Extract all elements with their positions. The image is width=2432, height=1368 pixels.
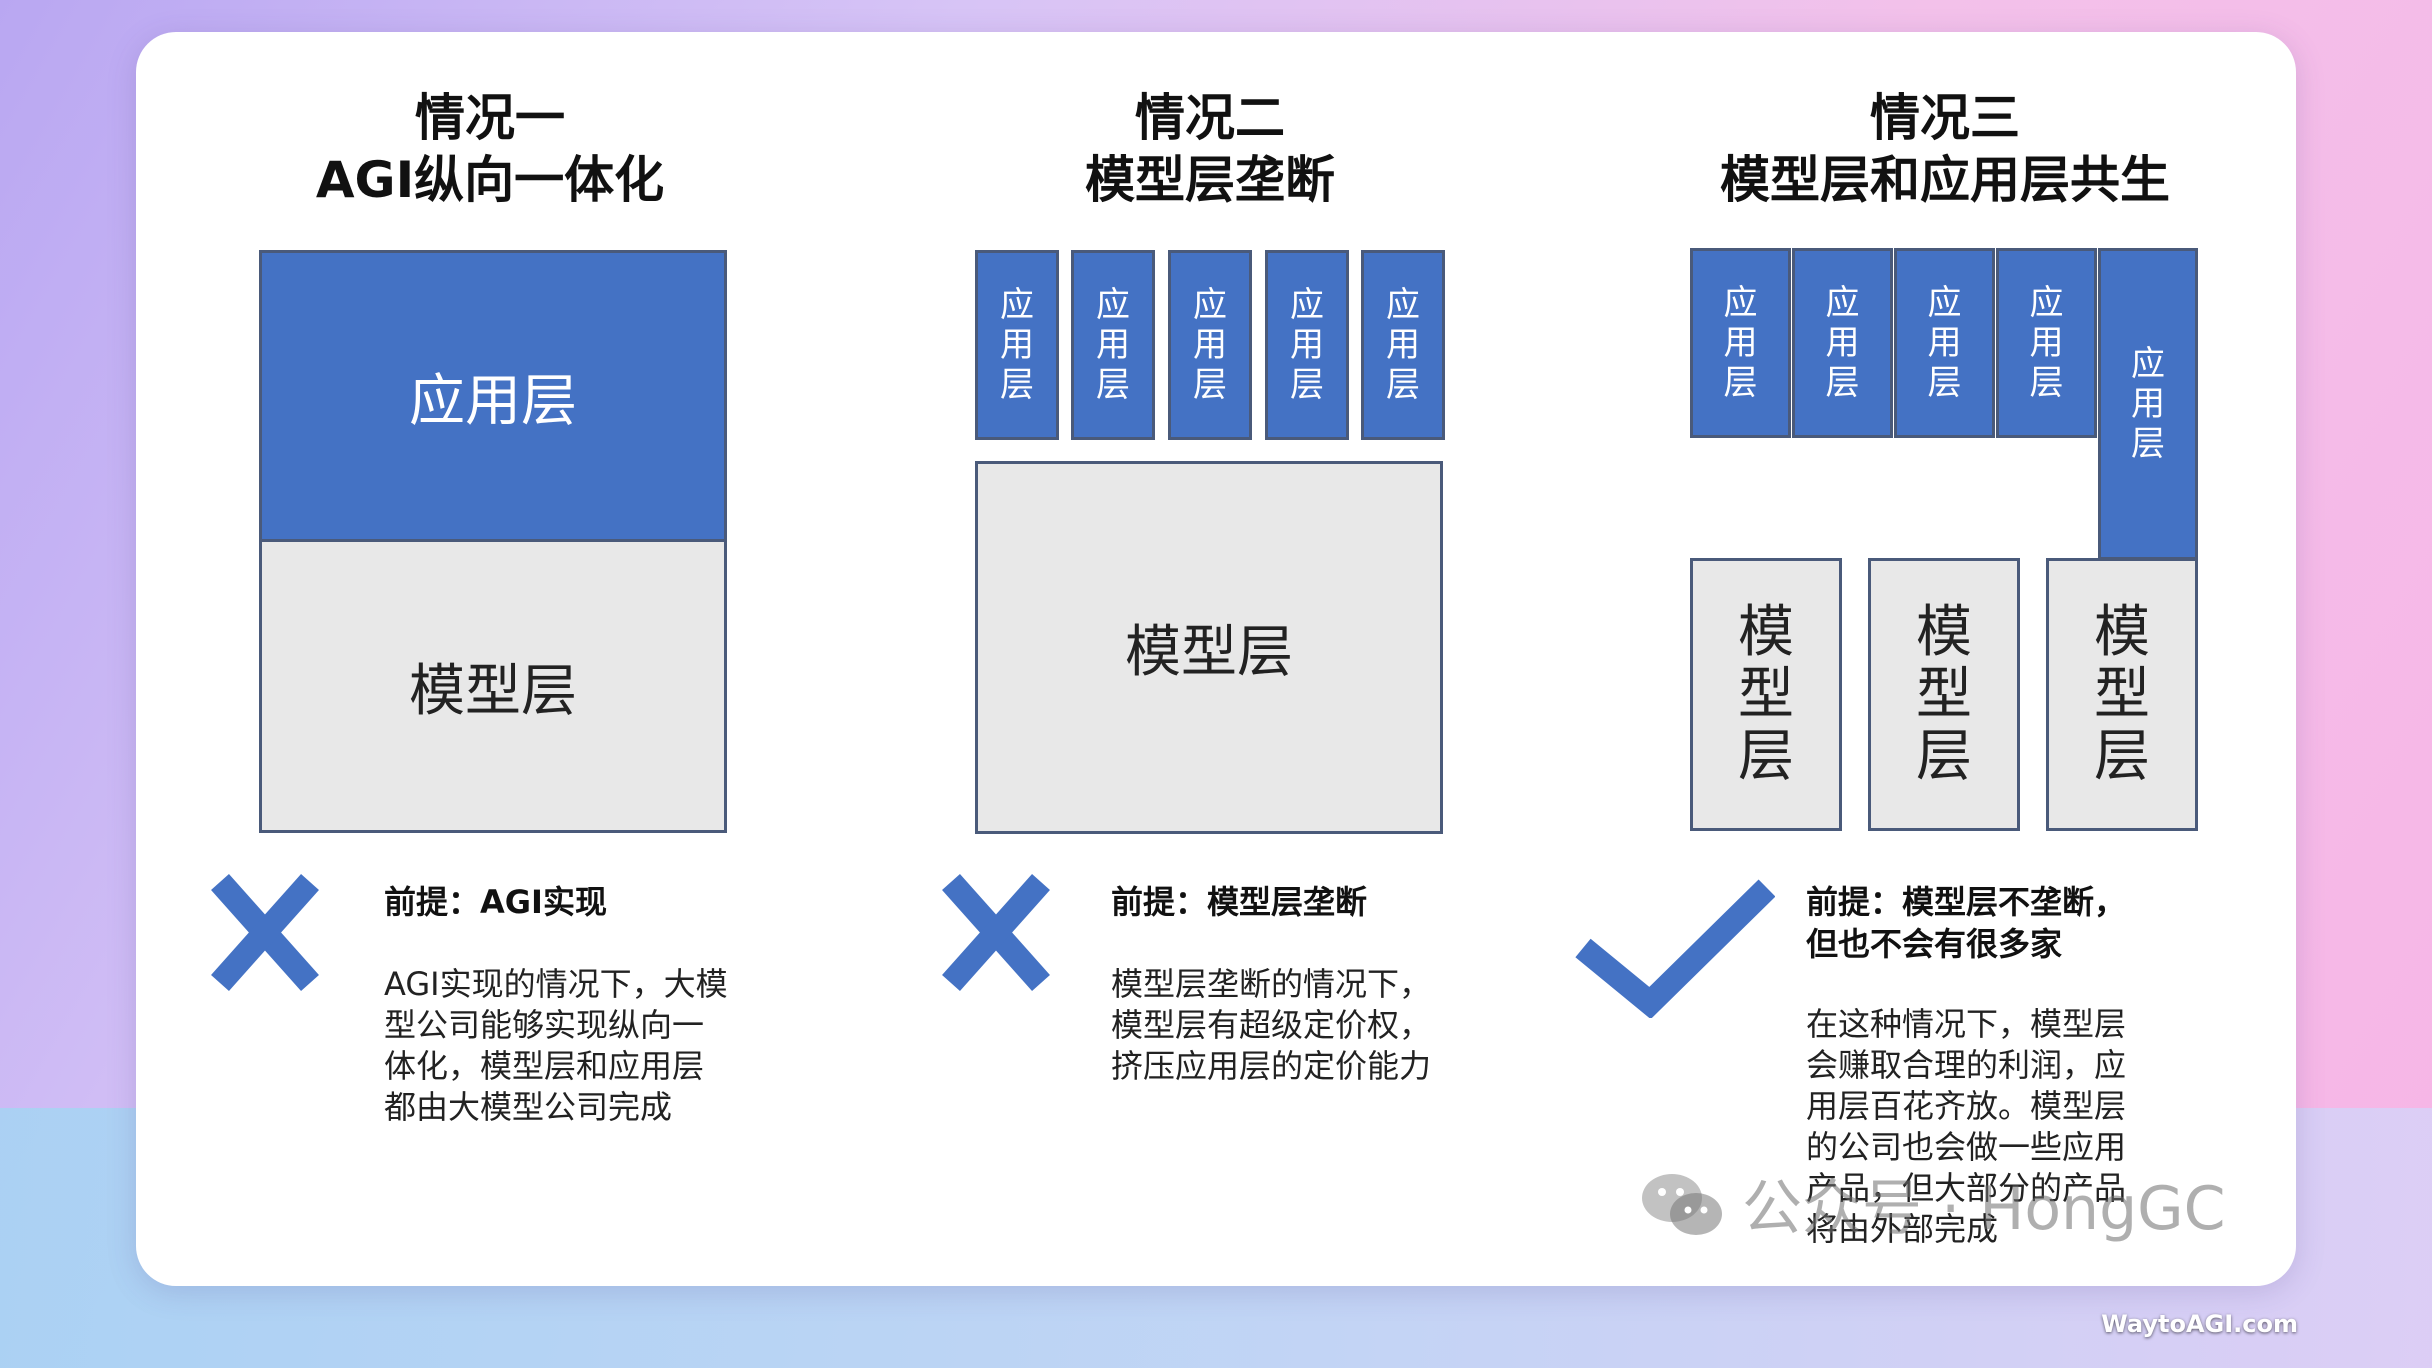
cross-icon	[211, 874, 319, 991]
scenario-3-model-block: 模型层	[1690, 558, 1842, 831]
app-block-label: 应用层	[2131, 344, 2165, 464]
scenario-1-subheading: AGI纵向一体化	[315, 151, 665, 209]
premise-line: 前提：模型层不垄断，	[1806, 883, 2127, 921]
wechat-icon	[1642, 1173, 1722, 1235]
scenario-3-model-block: 模型层	[1868, 558, 2020, 831]
model-block-label: 模型层	[1916, 599, 1972, 789]
model-layer-label: 模型层	[409, 658, 577, 724]
scenario-3-model-block: 模型层	[2046, 558, 2198, 831]
site-credit: WaytoAGI.com	[2101, 1310, 2298, 1338]
app-block-label: 应用层	[1193, 285, 1227, 405]
scenario-2-premise: 前提：模型层垄断	[1111, 883, 1368, 921]
scenario-1-model-layer: 模型层	[259, 539, 727, 833]
description-line: 都由大模型公司完成	[384, 1088, 673, 1126]
scenario-1-title: 情况一 AGI纵向一体化	[290, 87, 690, 211]
description-line: 模型层有超级定价权，	[1111, 1006, 1432, 1044]
model-block-label: 模型层	[1738, 599, 1794, 789]
description-line: 在这种情况下，模型层	[1806, 1005, 2127, 1043]
app-block-label: 应用层	[1096, 285, 1130, 405]
scenario-3-premise: 前提：模型层不垄断， 但也不会有很多家	[1806, 881, 2126, 965]
scenario-2-app-block: 应用层	[1265, 250, 1349, 440]
description-line: 会赚取合理的利润，应	[1806, 1046, 2127, 1084]
watermark-text: 公众号 · HongGC	[1742, 1174, 2226, 1244]
scenario-3-app-block: 应用层	[1792, 248, 1893, 438]
app-block-label: 应用层	[1723, 283, 1758, 403]
scenario-2-description: 模型层垄断的情况下， 模型层有超级定价权， 挤压应用层的定价能力	[1111, 964, 1431, 1087]
premise-line: 但也不会有很多家	[1806, 925, 2063, 963]
description-line: 产品，但大部分的产品	[1806, 1169, 2127, 1207]
scenario-3-app-block: 应用层	[1690, 248, 1791, 438]
app-block-label: 应用层	[2029, 283, 2064, 403]
app-block-label: 应用层	[1386, 285, 1420, 405]
scenario-1-app-layer: 应用层	[259, 250, 727, 542]
scenario-2-model-layer: 模型层	[975, 461, 1443, 834]
app-block-label: 应用层	[1290, 285, 1324, 405]
scenario-1-description: AGI实现的情况下，大模 型公司能够实现纵向一 体化，模型层和应用层 都由大模型…	[384, 964, 728, 1128]
model-layer-label: 模型层	[1125, 620, 1293, 685]
app-block-label: 应用层	[1000, 285, 1034, 405]
scenario-2-app-block: 应用层	[1168, 250, 1252, 440]
description-line: 模型层垄断的情况下，	[1111, 965, 1432, 1003]
description-line: 型公司能够实现纵向一	[384, 1006, 705, 1044]
description-line: 的公司也会做一些应用	[1806, 1128, 2127, 1166]
scenario-3-title: 情况三 模型层和应用层共生	[1690, 87, 2200, 211]
cross-icon	[942, 874, 1050, 991]
description-line: 体化，模型层和应用层	[384, 1047, 705, 1085]
scenario-2-app-block: 应用层	[1071, 250, 1155, 440]
scenario-3-description: 在这种情况下，模型层 会赚取合理的利润，应 用层百花齐放。模型层 的公司也会做一…	[1806, 1004, 2126, 1250]
scenario-1-premise: 前提：AGI实现	[384, 883, 607, 921]
app-layer-label: 应用层	[409, 368, 577, 434]
description-line: 将由外部完成	[1806, 1210, 1999, 1248]
description-line: 用层百花齐放。模型层	[1806, 1087, 2127, 1125]
description-line: AGI实现的情况下，大模	[384, 965, 728, 1003]
scenario-3-subheading: 模型层和应用层共生	[1720, 151, 2170, 209]
check-icon	[1575, 879, 1775, 1018]
scenario-3-app-block: 应用层	[1894, 248, 1995, 438]
app-block-label: 应用层	[1825, 283, 1860, 403]
scenario-3-app-block: 应用层	[1996, 248, 2097, 438]
app-block-label: 应用层	[1927, 283, 1962, 403]
scenario-3-app-block-tall: 应用层	[2098, 248, 2198, 560]
description-line: 挤压应用层的定价能力	[1111, 1047, 1432, 1085]
scenario-1-heading: 情况一	[415, 89, 565, 147]
model-block-label: 模型层	[2094, 599, 2150, 789]
scenario-2-app-block: 应用层	[1361, 250, 1445, 440]
scenario-2-title: 情况二 模型层垄断	[1000, 87, 1420, 211]
scenario-2-heading: 情况二	[1135, 89, 1285, 147]
watermark: 公众号 · HongGC	[1638, 1160, 2226, 1247]
scenario-2-app-block: 应用层	[975, 250, 1059, 440]
scenario-2-subheading: 模型层垄断	[1085, 151, 1335, 209]
scenario-3-heading: 情况三	[1870, 89, 2020, 147]
